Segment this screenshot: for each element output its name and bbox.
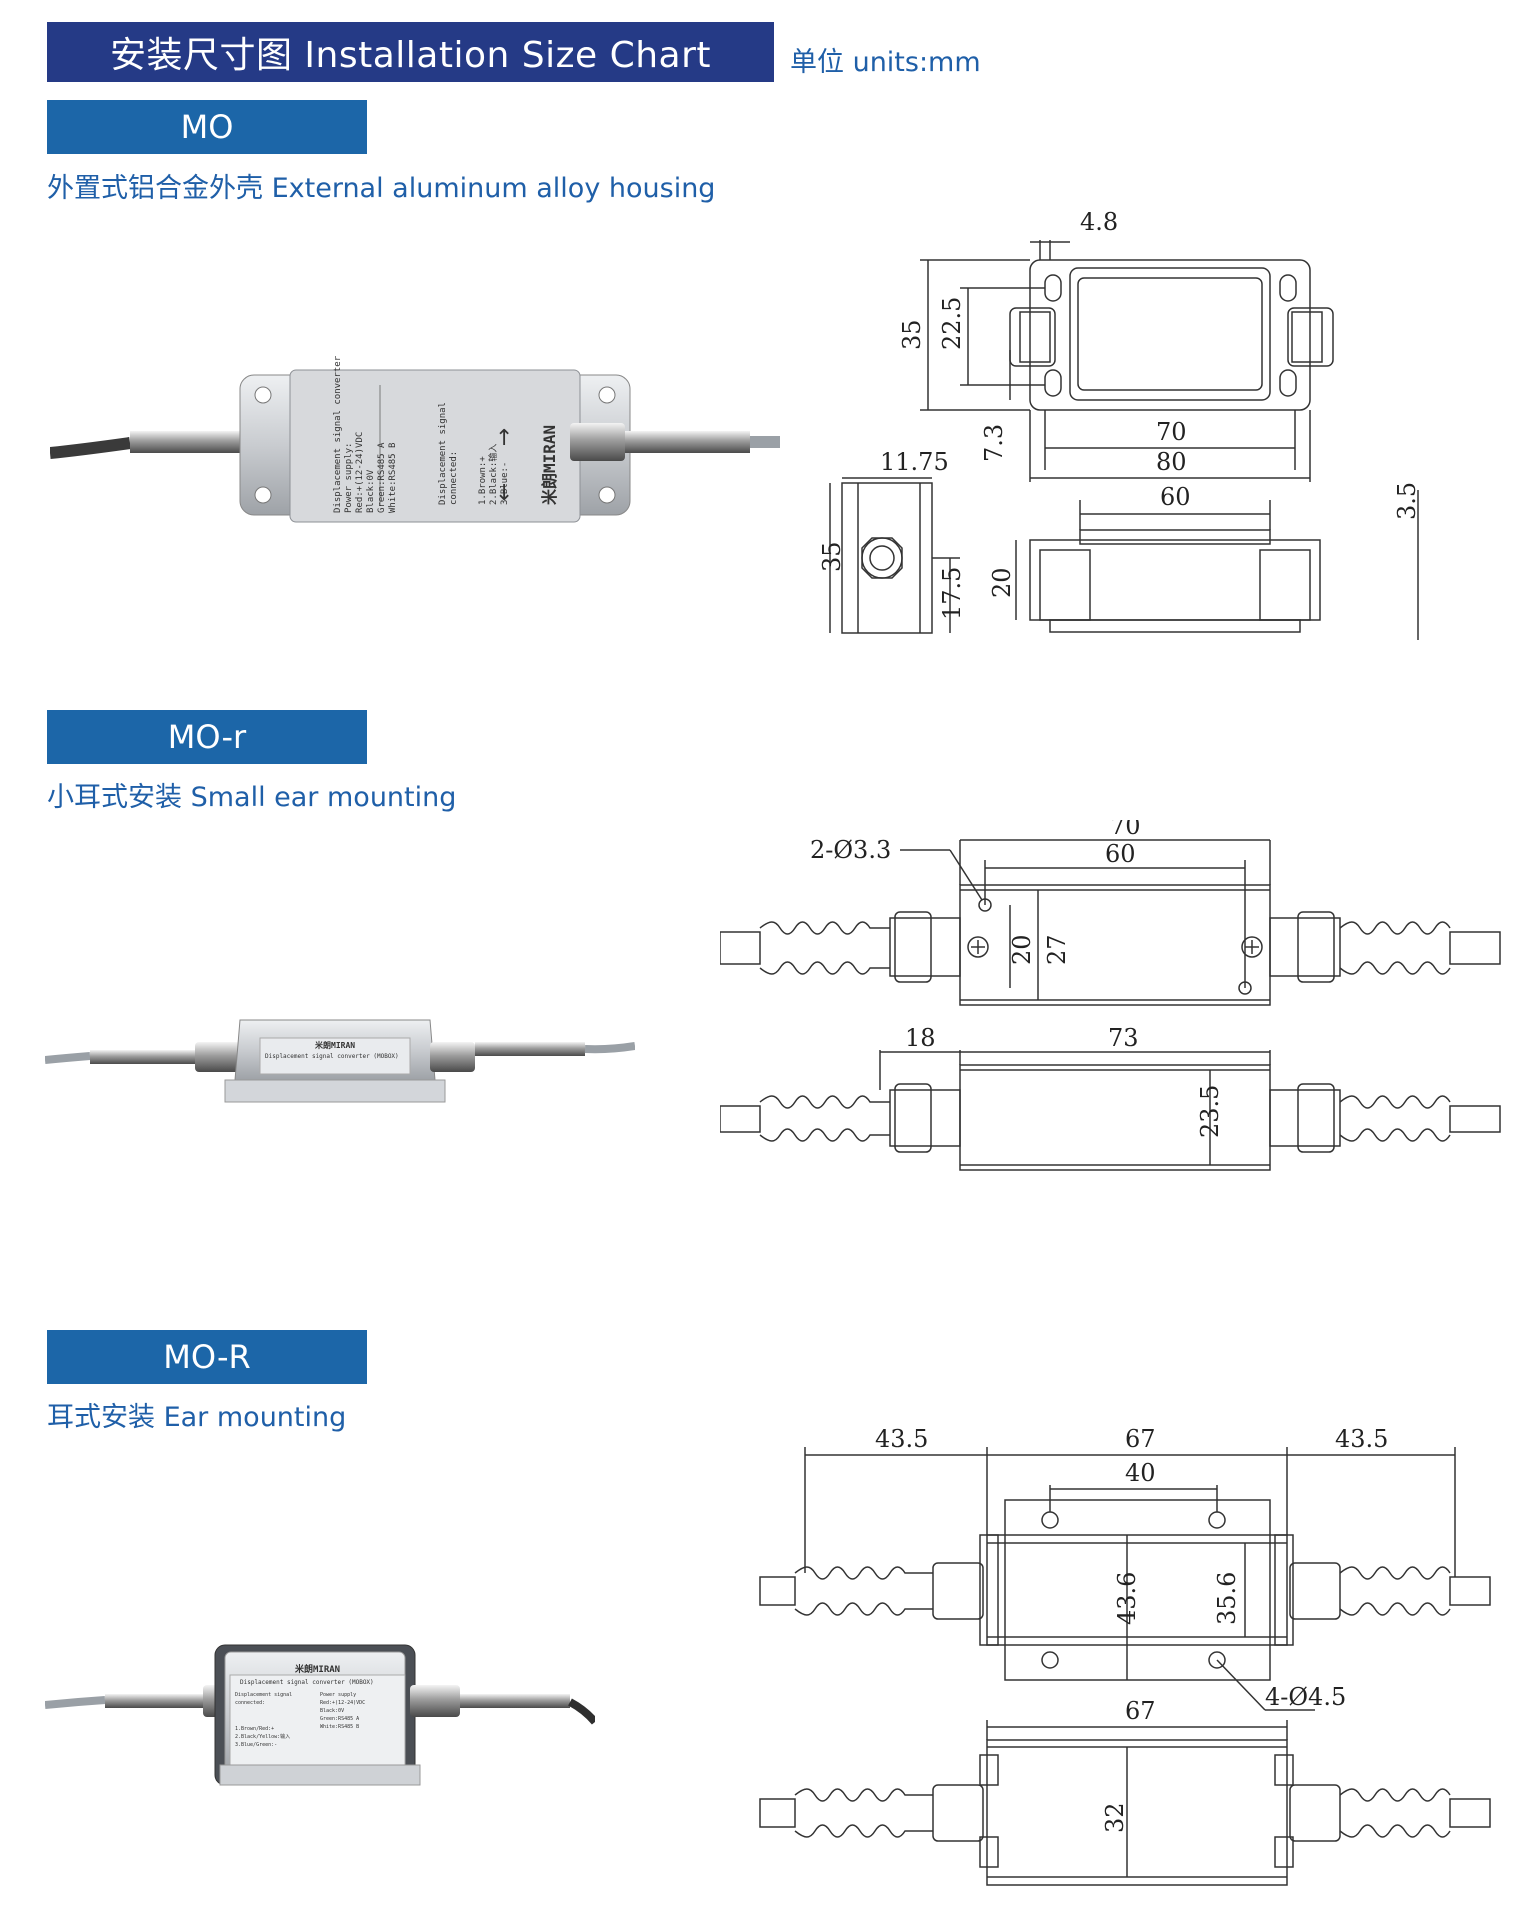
dim-label: 35.6 (1213, 1572, 1241, 1625)
sensor-rod-right (625, 431, 750, 453)
photo-label-line: 3.Blue:- (500, 462, 510, 505)
product-photo-mo-R: 米朗MIRAN Displacement signal converter (M… (45, 1644, 595, 1786)
dim-label: 70 (1156, 418, 1187, 446)
housing-mo-R (214, 1644, 421, 1786)
dim-label: 11.75 (880, 448, 949, 476)
gland-left (195, 1042, 240, 1072)
cable-right (584, 1042, 635, 1054)
dim-label: 70 (1110, 820, 1141, 840)
dim-label: 27 (1043, 934, 1071, 965)
photo-label-line: Green:RS485 A (377, 442, 387, 513)
photo-label-line: Power supply (320, 1692, 356, 1698)
photo-label-line: Black:0V (366, 469, 376, 513)
photo-label-line: Displacement signal converter (MOBOX) (333, 355, 343, 513)
dim-label: 67 (1125, 1697, 1156, 1725)
sensor-rod-left (130, 431, 250, 453)
arrow-down-icon: ↓ (495, 481, 513, 506)
cable-left (50, 437, 131, 459)
dim-label: 43.5 (875, 1425, 928, 1453)
dim-label: 20 (988, 567, 1016, 598)
dim-label: 40 (1125, 1459, 1156, 1487)
dim-label: 60 (1160, 483, 1191, 511)
dim-label: 67 (1125, 1425, 1156, 1453)
mo-top-view (1009, 259, 1334, 411)
photo-label-line: 1.Brown:+ (478, 456, 488, 505)
dim-label: 3.5 (1393, 482, 1421, 520)
photo-label-line: 2.Black/Yellow:输入 (235, 1733, 290, 1740)
mo-side-view (841, 482, 933, 634)
sensor-rod-right (475, 1042, 585, 1056)
dim-label: 2-Ø3.3 (810, 836, 891, 864)
gland-right (570, 423, 625, 461)
photo-label-line: Displacement signal (438, 402, 448, 505)
sensor-rod-left (90, 1050, 200, 1064)
dim-label: 35 (898, 319, 926, 350)
dimension-drawing-mo-R: 43.5 67 43.5 40 43.6 35.6 4-Ø4.5 67 32 (759, 1425, 1491, 1886)
dim-label: 80 (1156, 448, 1187, 476)
gland-right (410, 1685, 460, 1717)
dim-label: 35 (820, 541, 846, 572)
dim-label: 20 (1008, 934, 1036, 965)
product-photo-mo: Displacement signal converter (MOBOX) Po… (50, 355, 780, 523)
photo-label-line: Displacement signal (235, 1692, 292, 1698)
section-subtitle-mo-R: 耳式安装 Ear mounting (47, 1402, 347, 1433)
brand-logo: 米朗MIRAN (294, 1663, 340, 1675)
photo-label-line: White:RS485 B (320, 1724, 359, 1730)
mo-R-front-view (759, 1739, 1491, 1886)
sensor-rod-right (460, 1694, 570, 1708)
dim-label: 18 (905, 1024, 936, 1052)
dim-label: 22.5 (938, 297, 966, 350)
dim-label: 60 (1105, 840, 1136, 868)
page-title: 安装尺寸图 Installation Size Chart (47, 22, 774, 82)
mo-r-front-view (720, 1064, 1501, 1171)
dimension-drawing-mo: 4.8 35 22.5 7.3 70 80 2-Ø3.3 11.75 35 17… (820, 208, 1421, 640)
dim-label: 4.8 (1080, 208, 1118, 236)
photo-label-title: Displacement signal converter (MOBOX) (265, 1053, 399, 1060)
section-subtitle-mo-r: 小耳式安装 Small ear mounting (47, 782, 457, 813)
brand-logo: 米朗MIRAN (540, 425, 559, 505)
photo-label-line: Black:0V (320, 1708, 344, 1714)
cable-left (45, 1052, 91, 1064)
units-note: 单位 units:mm (790, 47, 981, 78)
photo-label-line: 2.Black:输入 (487, 444, 499, 505)
photo-label-line: Power supply: (344, 443, 354, 513)
housing-mo-r (224, 1019, 446, 1103)
dim-label: 73 (1108, 1024, 1139, 1052)
cable-left (45, 1696, 106, 1709)
dim-label: 43.6 (1113, 1572, 1141, 1625)
product-photo-mo-r: 米朗MIRAN Displacement signal converter (M… (45, 1019, 635, 1103)
arrow-up-icon: ↑ (495, 426, 513, 451)
mo-R-top-view (759, 1499, 1491, 1681)
dim-label: 17.5 (938, 567, 966, 620)
photo-label-title: Displacement signal converter (MOBOX) (240, 1679, 374, 1686)
model-tag-mo: MO (47, 100, 367, 154)
dim-label: 32 (1101, 1802, 1129, 1833)
dim-label: 43.5 (1335, 1425, 1388, 1453)
photo-label-line: 3.Blue/Green:- (235, 1742, 277, 1748)
model-tag-mo-R: MO-R (47, 1330, 367, 1384)
photo-label-line: White:RS485 B (388, 443, 398, 513)
housing-mo (239, 369, 631, 523)
photo-label-line: connected: (449, 451, 459, 505)
dim-label: 7.3 (980, 424, 1008, 462)
dimension-drawing-mo-r: 70 60 2-Ø3.3 20 27 18 73 23.5 (720, 820, 1501, 1171)
dim-label: 23.5 (1196, 1085, 1224, 1138)
dim-label: 4-Ø4.5 (1265, 1683, 1346, 1711)
gland-right (430, 1042, 475, 1072)
cable-right (568, 1698, 595, 1725)
photo-label-line: connected: (235, 1700, 265, 1706)
photo-label-line: 1.Brown/Red:+ (235, 1726, 274, 1732)
photo-label-line: Red:+(12-24)VDC (320, 1700, 365, 1706)
sensor-rod-left (105, 1694, 205, 1708)
section-subtitle-mo: 外置式铝合金外壳 External aluminum alloy housing (47, 173, 716, 204)
photo-label-line: Green:RS485 A (320, 1716, 359, 1722)
photo-label-line: Red:+(12-24)VDC (355, 432, 365, 513)
mo-r-top-view (720, 884, 1501, 1006)
mo-front-view (1029, 529, 1321, 633)
brand-logo: 米朗MIRAN (314, 1040, 355, 1050)
model-tag-mo-r: MO-r (47, 710, 367, 764)
